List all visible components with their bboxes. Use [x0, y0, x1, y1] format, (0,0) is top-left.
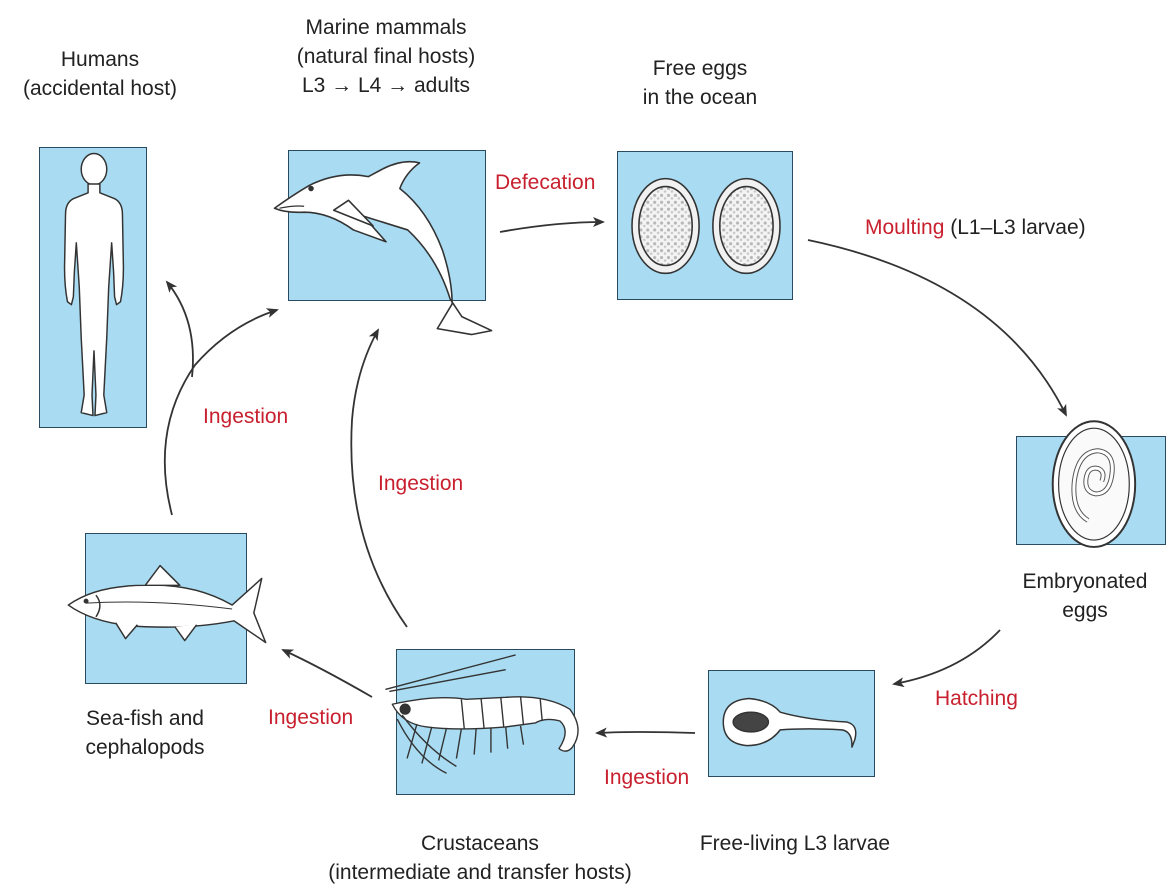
embryonated-egg-icon: [1017, 437, 1165, 544]
ingestion-fish-label: Ingestion: [203, 404, 288, 430]
marine-mammals-label: Marine mammals (natural final hosts) L3 …: [266, 13, 506, 100]
marine-mammals-label-line1: Marine mammals: [266, 13, 506, 42]
dolphin-icon: [289, 151, 485, 300]
arrow-mammal-to-eggs: [500, 222, 603, 232]
eggs-icon: [618, 152, 792, 299]
embryonated-eggs-label-line2: eggs: [1000, 596, 1170, 625]
marine-mammals-box: [288, 150, 486, 301]
sea-fish-label: Sea-fish and cephalopods: [45, 704, 245, 762]
ingestion-larvae-label: Ingestion: [604, 765, 689, 791]
arrow-fish-to-human: [167, 282, 193, 377]
crustaceans-label-line2: (intermediate and transfer hosts): [310, 858, 650, 887]
larvae-box: [708, 670, 875, 777]
hatching-label: Hatching: [935, 686, 1018, 712]
human-silhouette-icon: [40, 148, 146, 427]
arrow-eggs-to-embryonated: [808, 240, 1066, 415]
sea-fish-box: [85, 533, 247, 684]
humans-label-line2: (accidental host): [0, 74, 200, 103]
crustaceans-label-line1: Crustaceans: [310, 829, 650, 858]
humans-box: [39, 147, 147, 428]
free-eggs-label-line2: in the ocean: [600, 83, 800, 112]
free-eggs-label-line1: Free eggs: [600, 54, 800, 83]
arrow-larvae-to-crustacean: [597, 732, 695, 733]
moulting-detail: (L1–L3 larvae): [950, 216, 1085, 239]
ingestion-crustacean-label: Ingestion: [268, 705, 353, 731]
marine-mammals-label-line3: L3 → L4 → adults: [266, 71, 506, 100]
fish-icon: [86, 534, 246, 683]
humans-label-line1: Humans: [0, 45, 200, 74]
sea-fish-label-line2: cephalopods: [45, 733, 245, 762]
crustaceans-label: Crustaceans (intermediate and transfer h…: [310, 829, 650, 887]
moulting-word: Moulting: [865, 216, 944, 239]
embryonated-eggs-label: Embryonated eggs: [1000, 567, 1170, 625]
free-eggs-label: Free eggs in the ocean: [600, 54, 800, 112]
shrimp-icon: [397, 650, 574, 794]
embryonated-eggs-label-line1: Embryonated: [1000, 567, 1170, 596]
crustaceans-box: [396, 649, 575, 795]
sea-fish-label-line1: Sea-fish and: [45, 704, 245, 733]
larvae-label: Free-living L3 larvae: [680, 829, 910, 858]
larva-icon: [709, 671, 874, 776]
free-eggs-box: [617, 151, 793, 300]
moulting-label: Moulting (L1–L3 larvae): [865, 215, 1086, 241]
arrow-crustacean-to-fish: [283, 650, 372, 697]
arrow-embryonated-to-larvae: [894, 630, 1000, 684]
defecation-label: Defecation: [495, 170, 595, 196]
humans-label: Humans (accidental host): [0, 45, 200, 103]
ingestion-to-mammal-label: Ingestion: [378, 471, 463, 497]
embryonated-eggs-box: [1016, 436, 1166, 545]
marine-mammals-label-line2: (natural final hosts): [266, 42, 506, 71]
